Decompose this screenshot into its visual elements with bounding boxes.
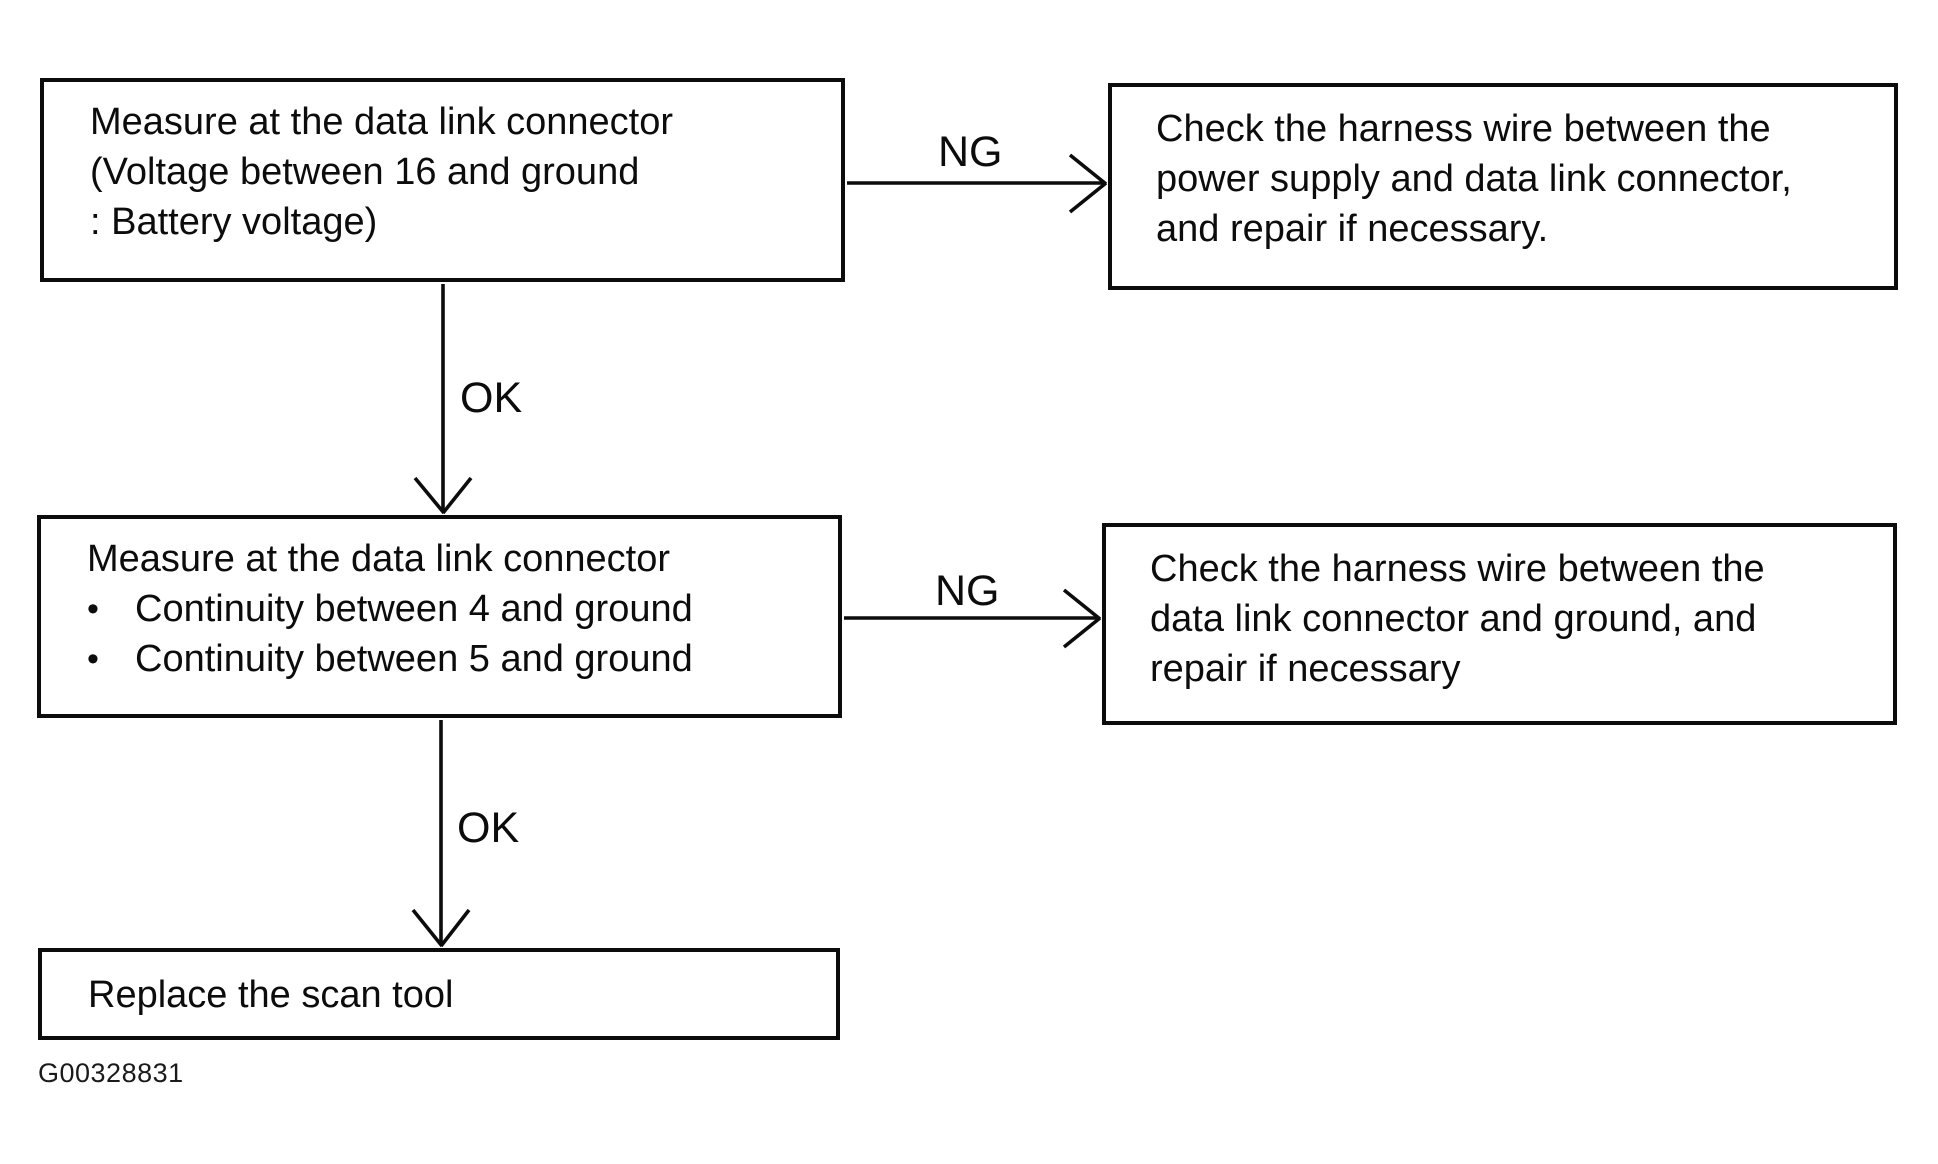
box-check-harness-power-line-3: and repair if necessary. [1156,208,1549,250]
box-check-harness-power-line-2: power supply and data link connector, [1156,158,1792,200]
continuity-bullet-item: • Continuity between 5 and ground [87,634,830,684]
box-check-harness-ground-line-1: Check the harness wire between the [1150,548,1765,590]
box-measure-voltage: Measure at the data link connector (Volt… [40,78,845,282]
continuity-bullet-text-1: Continuity between 4 and ground [135,588,693,630]
ok-label-2: OK [457,804,520,852]
box-replace-scan-tool-label: Replace the scan tool [88,974,454,1016]
box-check-harness-ground: Check the harness wire between the data … [1102,523,1897,725]
ng-label-2: NG [935,567,1000,615]
bullet-icon: • [87,640,99,678]
box-check-harness-ground-line-3: repair if necessary [1150,648,1461,690]
box-check-harness-power-line-1: Check the harness wire between the [1156,108,1771,150]
box-measure-voltage-line-2: (Voltage between 16 and ground [90,151,640,193]
bullet-icon: • [87,590,99,628]
box-measure-voltage-line-3: : Battery voltage) [90,201,378,243]
continuity-bullet-item: • Continuity between 4 and ground [87,584,830,634]
box-check-harness-ground-line-2: data link connector and ground, and [1150,598,1757,640]
figure-code: G00328831 [38,1058,184,1088]
box-measure-continuity: Measure at the data link connector • Con… [37,515,842,718]
continuity-bullet-text-2: Continuity between 5 and ground [135,638,693,680]
box-measure-continuity-title: Measure at the data link connector [87,538,671,580]
box-replace-scan-tool: Replace the scan tool [38,948,840,1040]
box-check-harness-power: Check the harness wire between the power… [1108,83,1898,290]
ok-label-1: OK [460,374,523,422]
ng-label-1: NG [938,128,1003,176]
box-measure-voltage-line-1: Measure at the data link connector [90,101,674,143]
